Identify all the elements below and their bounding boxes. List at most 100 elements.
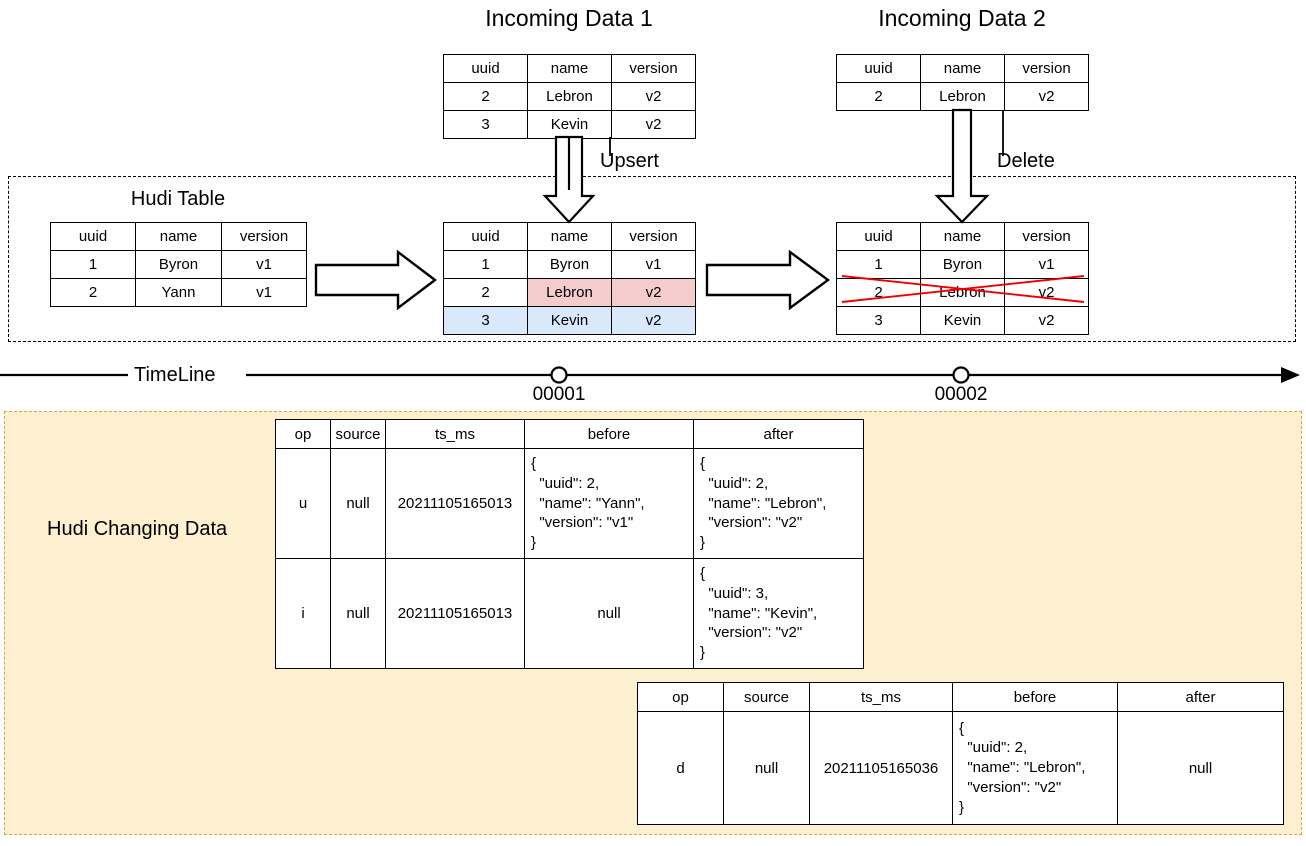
cell-uuid: 3 [443, 110, 528, 139]
cell-version: v1 [221, 250, 307, 279]
cell-name: Kevin [920, 306, 1005, 335]
table-row-inserted: 3 Kevin v2 [443, 306, 696, 335]
cell-after: { "uuid": 2, "name": "Lebron", "version"… [693, 448, 864, 559]
table-row: 1 Byron v1 [836, 250, 1089, 279]
cell-name: Byron [920, 250, 1005, 279]
hudi-table-after-delete: uuid name version 1 Byron v1 2 Lebron v2… [836, 222, 1089, 335]
column-header-name: name [920, 222, 1005, 251]
hudi-changing-data-label: Hudi Changing Data [47, 518, 228, 540]
table-row: 2 Lebron v2 [443, 82, 696, 111]
table-row: 3 Kevin v2 [443, 110, 696, 139]
table-header-row: uuid name version [443, 222, 696, 251]
cell-uuid: 1 [443, 250, 528, 279]
table-row: 1 Byron v1 [50, 250, 307, 279]
cell-op: i [275, 558, 331, 669]
cell-after: { "uuid": 3, "name": "Kevin", "version":… [693, 558, 864, 669]
column-header-source: source [723, 682, 810, 712]
hudi-table-after-upsert: uuid name version 1 Byron v1 2 Lebron v2… [443, 222, 696, 335]
column-header-name: name [527, 54, 612, 83]
cell-uuid: 3 [836, 306, 921, 335]
table-row: 2 Lebron v2 [836, 82, 1089, 111]
cell-version: v2 [1004, 306, 1089, 335]
table-header-row: op source ts_ms before after [275, 419, 864, 449]
table-header-row: op source ts_ms before after [637, 682, 1284, 712]
cell-name: Byron [527, 250, 612, 279]
cell-name: Lebron [920, 82, 1005, 111]
cell-uuid: 1 [836, 250, 921, 279]
column-header-before: before [524, 419, 694, 449]
cell-uuid: 2 [443, 278, 528, 307]
table-row: i null 20211105165013 null { "uuid": 3, … [275, 558, 864, 669]
cell-ts-ms: 20211105165013 [385, 448, 525, 559]
table-row-deleted: 2 Lebron v2 [836, 278, 1089, 307]
cell-ts-ms: 20211105165013 [385, 558, 525, 669]
incoming-data-2-table: uuid name version 2 Lebron v2 [836, 54, 1089, 111]
cell-version: v2 [611, 82, 696, 111]
column-header-version: version [1004, 54, 1089, 83]
column-header-name: name [920, 54, 1005, 83]
hudi-table-title: Hudi Table [130, 188, 226, 210]
cell-version: v2 [1004, 82, 1089, 111]
hudi-table-initial: uuid name version 1 Byron v1 2 Yann v1 [50, 222, 307, 307]
cell-name: Lebron [527, 278, 612, 307]
column-header-source: source [330, 419, 386, 449]
column-header-uuid: uuid [50, 222, 136, 251]
cell-name: Lebron [527, 82, 612, 111]
column-header-name: name [527, 222, 612, 251]
cell-source: null [330, 448, 386, 559]
cell-name: Kevin [527, 110, 612, 139]
cell-ts-ms: 20211105165036 [809, 711, 953, 825]
table-row-updated: 2 Lebron v2 [443, 278, 696, 307]
incoming-data-1-table: uuid name version 2 Lebron v2 3 Kevin v2 [443, 54, 696, 139]
cell-name: Yann [135, 278, 222, 307]
delete-label: Delete [997, 150, 1055, 172]
cell-after: null [1117, 711, 1284, 825]
cell-name: Kevin [527, 306, 612, 335]
cell-uuid: 2 [836, 278, 921, 307]
table-row: d null 20211105165036 { "uuid": 2, "name… [637, 711, 1284, 825]
table-row: 3 Kevin v2 [836, 306, 1089, 335]
cell-version: v2 [1004, 278, 1089, 307]
column-header-op: op [637, 682, 724, 712]
column-header-name: name [135, 222, 222, 251]
column-header-op: op [275, 419, 331, 449]
column-header-uuid: uuid [836, 54, 921, 83]
column-header-uuid: uuid [443, 54, 528, 83]
cell-name: Byron [135, 250, 222, 279]
cell-version: v2 [611, 306, 696, 335]
column-header-version: version [611, 222, 696, 251]
cell-uuid: 2 [443, 82, 528, 111]
cell-uuid: 2 [836, 82, 921, 111]
column-header-version: version [221, 222, 307, 251]
cdc-table-2: op source ts_ms before after d null 2021… [637, 682, 1284, 825]
cell-op: u [275, 448, 331, 559]
upsert-label: Upsert [600, 150, 659, 172]
cell-before: null [524, 558, 694, 669]
cell-uuid: 2 [50, 278, 136, 307]
incoming-data-1-title: Incoming Data 1 [485, 5, 653, 31]
table-header-row: uuid name version [50, 222, 307, 251]
incoming-data-2-title: Incoming Data 2 [878, 5, 1046, 31]
cell-uuid: 1 [50, 250, 136, 279]
cell-name: Lebron [920, 278, 1005, 307]
column-header-ts-ms: ts_ms [809, 682, 953, 712]
cell-version: v2 [611, 278, 696, 307]
table-row: 2 Yann v1 [50, 278, 307, 307]
column-header-ts-ms: ts_ms [385, 419, 525, 449]
cell-version: v1 [221, 278, 307, 307]
table-row: u null 20211105165013 { "uuid": 2, "name… [275, 448, 864, 559]
table-row: 1 Byron v1 [443, 250, 696, 279]
table-header-row: uuid name version [443, 54, 696, 83]
cell-source: null [330, 558, 386, 669]
cell-uuid: 3 [443, 306, 528, 335]
column-header-after: after [1117, 682, 1284, 712]
hudi-table-container [8, 176, 1296, 342]
timeline-label: TimeLine [134, 364, 216, 386]
column-header-uuid: uuid [836, 222, 921, 251]
column-header-uuid: uuid [443, 222, 528, 251]
column-header-before: before [952, 682, 1118, 712]
timeline-marker-00002 [952, 366, 970, 384]
timeline-marker-00001 [550, 366, 568, 384]
cell-before: { "uuid": 2, "name": "Yann", "version": … [524, 448, 694, 559]
